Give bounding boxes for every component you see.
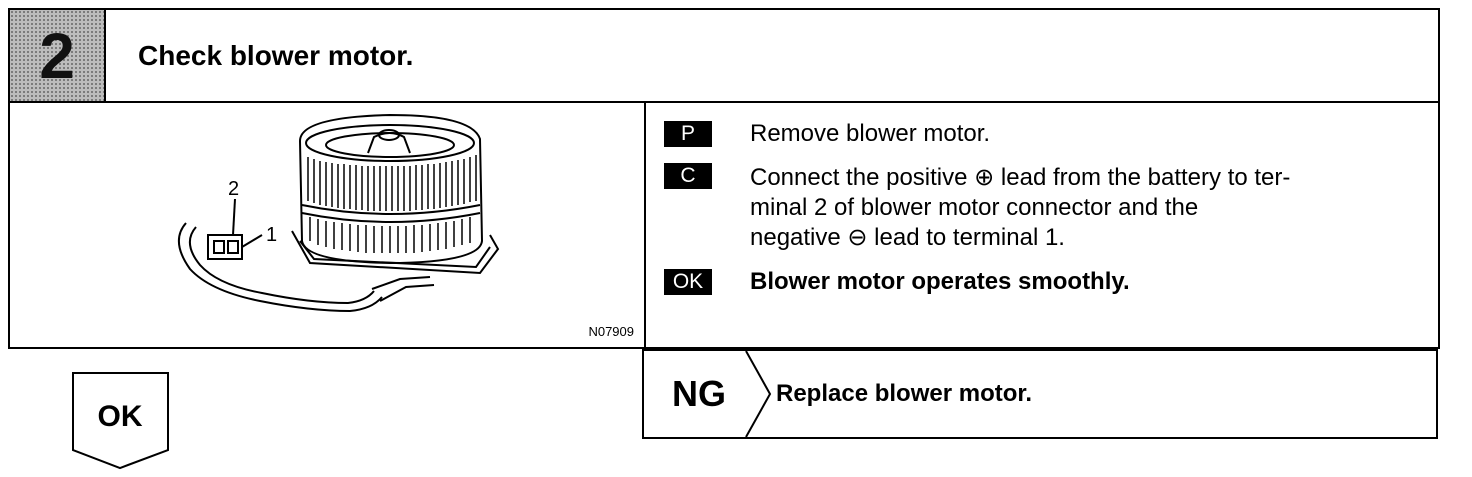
terminal-1-label: 1 (266, 224, 277, 246)
ng-chevron-icon (745, 351, 772, 437)
check-line-1: Connect the positive ⊕ lead from the bat… (750, 164, 1291, 191)
ok-arrow-shape: OK (72, 372, 169, 470)
check-line-2: minal 2 of blower motor connector and th… (750, 194, 1199, 221)
blower-motor-drawing: 2 1 (178, 113, 500, 313)
step-header: 2 Check blower motor. (8, 8, 1440, 103)
check-tag: C (664, 163, 712, 189)
prepare-text: Remove blower motor. (750, 120, 991, 147)
blower-motor-illustration: 2 1 N07909 (10, 101, 646, 347)
step-number-box: 2 (10, 10, 106, 101)
terminal-2-label: 2 (228, 178, 239, 200)
ng-action-text: Replace blower motor. (776, 380, 1033, 407)
ok-result-label: OK (98, 400, 143, 433)
ng-result-label: NG (672, 373, 726, 414)
ok-result-box: OK (72, 372, 172, 477)
instructions-panel: P Remove blower motor. C Connect the pos… (646, 101, 1440, 347)
step-content: 2 1 N07909 P Remove blower motor. C Conn… (8, 101, 1440, 349)
step-number: 2 (39, 19, 75, 92)
ng-result-box: NG Replace blower motor. (642, 349, 1438, 439)
step-title: Check blower motor. (138, 39, 414, 71)
ok-criteria-text: Blower motor operates smoothly. (750, 268, 1130, 295)
figure-code: N07909 (588, 324, 634, 339)
check-line-3: negative ⊖ lead to terminal 1. (750, 224, 1065, 251)
prepare-tag: P (664, 121, 712, 147)
ok-tag: OK (664, 269, 712, 295)
